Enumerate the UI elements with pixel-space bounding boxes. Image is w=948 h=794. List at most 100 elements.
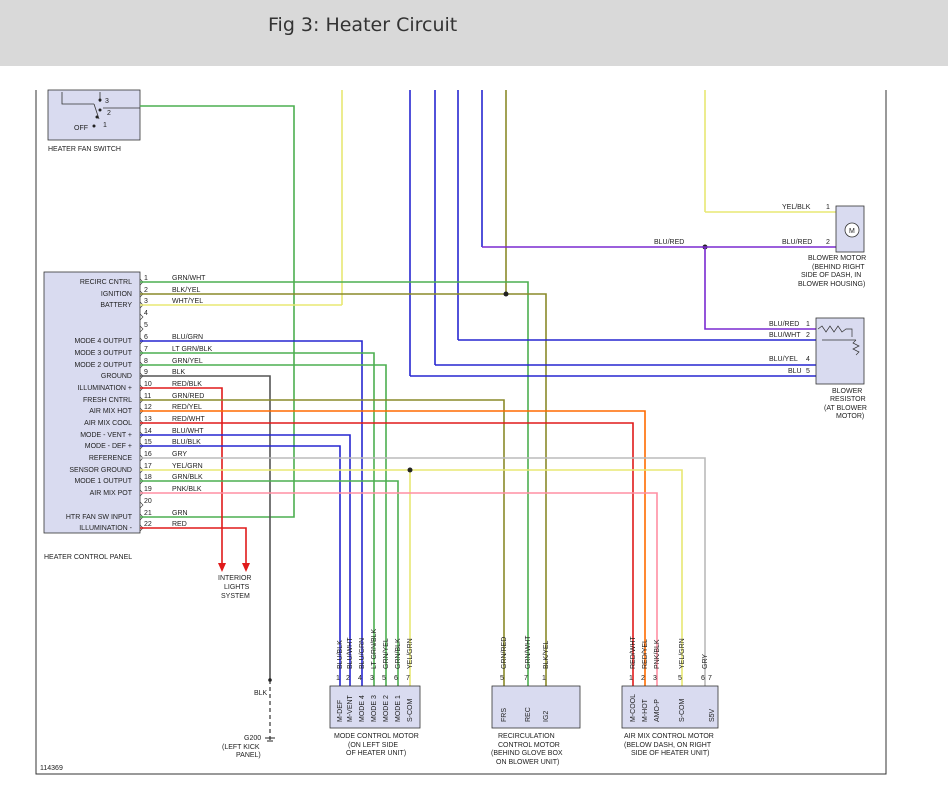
interior-lights-label: INTERIOR LIGHTS SYSTEM bbox=[218, 575, 251, 600]
panel-pin-num: 9 bbox=[144, 369, 148, 376]
motor-symbol: M bbox=[849, 228, 855, 235]
pin-wire: GRN/BLK bbox=[395, 638, 402, 669]
pin-num: 1 bbox=[542, 675, 546, 682]
panel-pin-name: AIR MIX COOL bbox=[84, 420, 132, 427]
panel-pin-wire: BLU/WHT bbox=[172, 428, 204, 435]
panel-pin-wire: GRN/BLK bbox=[172, 474, 203, 481]
panel-pin-name: AIR MIX HOT bbox=[89, 408, 133, 415]
pin-wire: BLU/BLK bbox=[337, 640, 344, 669]
panel-pin-name: REFERENCE bbox=[89, 455, 133, 462]
pin-function: FRS bbox=[501, 708, 508, 722]
panel-pin-name: IGNITION bbox=[101, 291, 132, 298]
svg-text:SIDE OF HEATER UNIT): SIDE OF HEATER UNIT) bbox=[631, 750, 709, 757]
figure-id: 114369 bbox=[40, 765, 63, 772]
pin-num: 5 bbox=[678, 675, 682, 682]
pin-wire: YEL/GRN bbox=[679, 638, 686, 669]
panel-pin-name: HTR FAN SW INPUT bbox=[66, 514, 133, 521]
pin-num: 5 bbox=[382, 675, 386, 682]
pin-wire: BLK/YEL bbox=[543, 640, 550, 669]
svg-text:RECIRCULATION: RECIRCULATION bbox=[498, 733, 555, 740]
svg-text:(BEHIND GLOVE BOX: (BEHIND GLOVE BOX bbox=[491, 750, 563, 757]
pin-num: 3 bbox=[370, 675, 374, 682]
svg-text:BLOWER: BLOWER bbox=[832, 388, 862, 395]
panel-pin-num: 8 bbox=[144, 358, 148, 365]
panel-pin-num: 15 bbox=[144, 439, 152, 446]
panel-pin-wire: BLU/BLK bbox=[172, 439, 201, 446]
svg-text:PANEL): PANEL) bbox=[236, 752, 261, 759]
panel-wires bbox=[140, 105, 706, 686]
pin-num: 7 bbox=[524, 675, 528, 682]
panel-pin-name: ILLUMINATION + bbox=[77, 385, 132, 392]
panel-pin-name: RECIRC CNTRL bbox=[80, 279, 132, 286]
panel-pin-wire: LT GRN/BLK bbox=[172, 346, 213, 353]
svg-text:ON BLOWER UNIT): ON BLOWER UNIT) bbox=[496, 759, 559, 766]
panel-pin-name: FRESH CNTRL bbox=[83, 397, 132, 404]
pin-num: 5 bbox=[500, 675, 504, 682]
blower-motor: M YEL/BLK 1 BLU/RED 2 BLU/RED BLOWER MOT… bbox=[654, 204, 866, 288]
pin-wire: BLU/WHT bbox=[347, 637, 354, 669]
pin-wire: GRN/RED bbox=[501, 637, 508, 669]
diagram-frame bbox=[35, 90, 887, 775]
pin-num: 2 bbox=[346, 675, 350, 682]
svg-text:BLU/RED: BLU/RED bbox=[769, 321, 799, 328]
blower-wires bbox=[410, 211, 836, 377]
svg-text:(BEHIND RIGHT: (BEHIND RIGHT bbox=[812, 264, 865, 271]
blower-resistor: BLU/RED 1 BLU/WHT 2 BLU/YEL 4 BLU 5 BLOW… bbox=[769, 317, 867, 420]
fan-switch-label: HEATER FAN SWITCH bbox=[48, 146, 121, 153]
recirc-motor-label: RECIRCULATION CONTROL MOTOR (BEHIND GLOV… bbox=[491, 733, 563, 766]
svg-text:CONTROL MOTOR: CONTROL MOTOR bbox=[498, 742, 560, 749]
splice-sensor-ground bbox=[407, 467, 413, 473]
svg-text:(BELOW DASH, ON RIGHT: (BELOW DASH, ON RIGHT bbox=[624, 742, 712, 749]
panel-pin-20: 20 bbox=[139, 498, 152, 509]
panel-pin-num: 12 bbox=[144, 404, 152, 411]
ground-g200: BLK G200 (LEFT KICK PANEL) bbox=[222, 678, 275, 759]
pin-wire: LT GRN/BLK bbox=[371, 628, 378, 669]
svg-text:4: 4 bbox=[806, 356, 810, 363]
panel-pin-5: 5 bbox=[139, 322, 148, 333]
panel-pin-name: MODE 4 OUTPUT bbox=[74, 338, 132, 345]
svg-text:BLK: BLK bbox=[254, 690, 268, 697]
svg-text:(ON LEFT SIDE: (ON LEFT SIDE bbox=[348, 742, 398, 749]
panel-pin-wire: RED bbox=[172, 521, 187, 528]
pin-function: S-COM bbox=[679, 699, 686, 723]
pin-num: 2 bbox=[641, 675, 645, 682]
top-wires bbox=[341, 90, 706, 376]
panel-pin-wire: RED/WHT bbox=[172, 416, 205, 423]
pin-num: 7 bbox=[406, 675, 410, 682]
fan-switch-pos1: 1 bbox=[103, 122, 107, 129]
svg-text:1: 1 bbox=[826, 204, 830, 211]
pin-function: AMO-P bbox=[654, 699, 661, 722]
pin-wire: RED/WHT bbox=[630, 636, 637, 669]
svg-text:MODE CONTROL MOTOR: MODE CONTROL MOTOR bbox=[334, 733, 419, 740]
splice-ignition bbox=[503, 291, 509, 297]
panel-pin-num: 2 bbox=[144, 287, 148, 294]
pin-wire: RED/YEL bbox=[642, 639, 649, 669]
panel-pin-name: BATTERY bbox=[100, 302, 132, 309]
panel-pin-num: 20 bbox=[144, 498, 152, 505]
panel-pin-num: 16 bbox=[144, 451, 152, 458]
pin-num: 6 bbox=[394, 675, 398, 682]
svg-text:BLOWER MOTOR: BLOWER MOTOR bbox=[808, 255, 866, 262]
panel-pin-num: 1 bbox=[144, 275, 148, 282]
panel-pin-wire: RED/BLK bbox=[172, 381, 202, 388]
pin-function: M-VENT bbox=[347, 694, 354, 722]
interior-lights-arrows bbox=[218, 563, 250, 572]
panel-pin-name: AIR MIX POT bbox=[90, 490, 133, 497]
pin-num: 1 bbox=[336, 675, 340, 682]
svg-text:BLU/RED: BLU/RED bbox=[654, 239, 684, 246]
svg-text:BLOWER HOUSING): BLOWER HOUSING) bbox=[798, 281, 865, 288]
svg-text:INTERIOR: INTERIOR bbox=[218, 575, 251, 582]
mode-motor-label: MODE CONTROL MOTOR (ON LEFT SIDE OF HEAT… bbox=[334, 733, 419, 757]
panel-pin-wire: YEL/GRN bbox=[172, 463, 203, 470]
svg-text:BLU/WHT: BLU/WHT bbox=[769, 332, 801, 339]
panel-pin-wire: BLU/GRN bbox=[172, 334, 203, 341]
